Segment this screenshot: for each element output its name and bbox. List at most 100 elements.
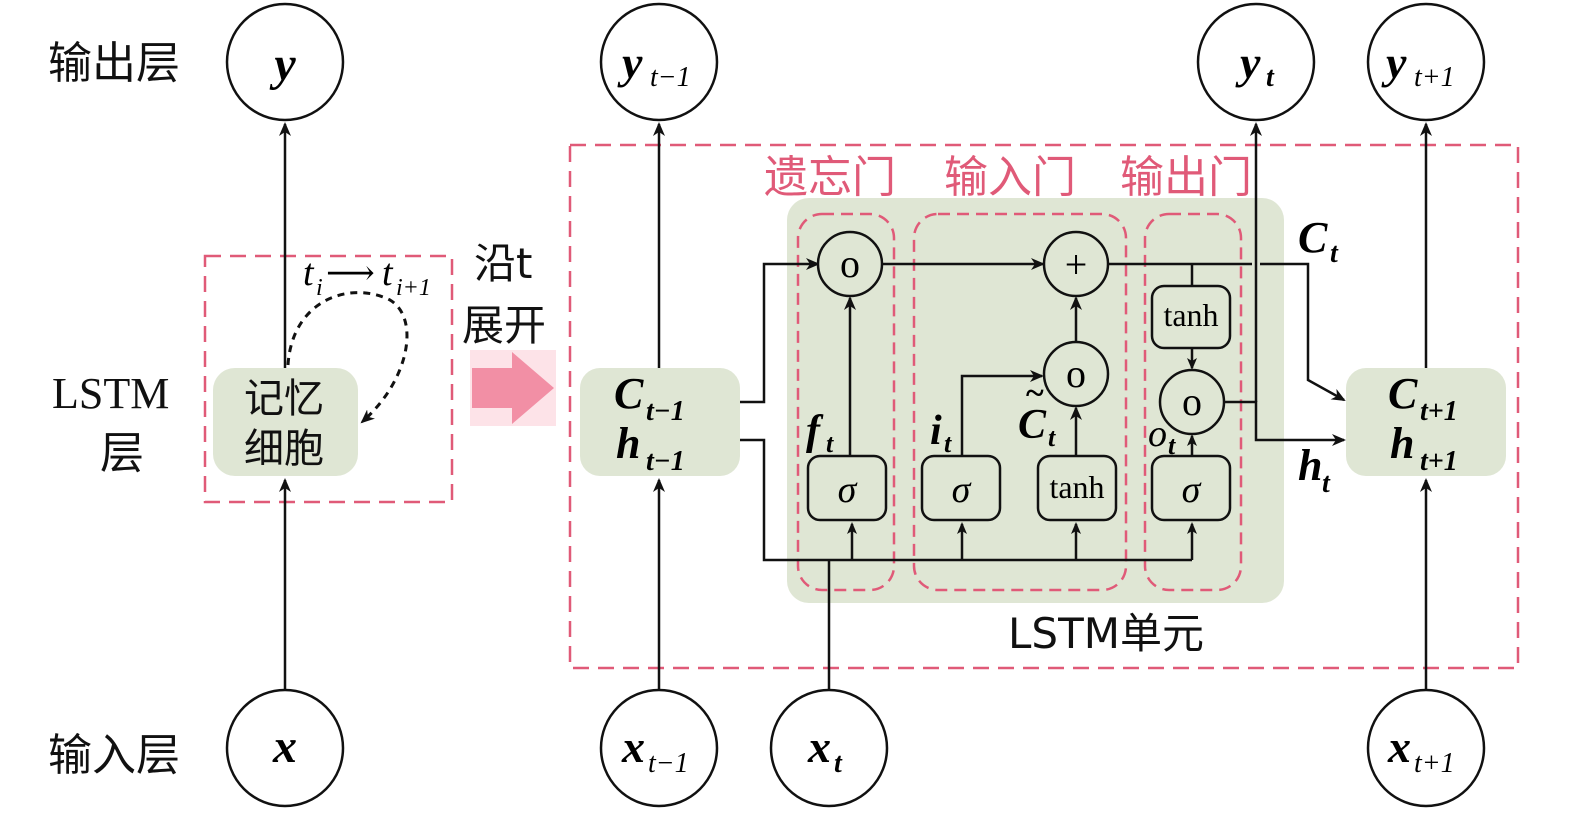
input-node-x: x <box>225 688 345 808</box>
forget-sigma-box: σ <box>806 454 888 522</box>
next-h-sub: t+1 <box>1420 446 1458 477</box>
prev-c-sub: t−1 <box>646 396 685 427</box>
c-tilde-sub: t <box>1048 423 1056 452</box>
y-t-sub: t <box>1266 62 1275 93</box>
next-c-sub: t+1 <box>1420 396 1458 427</box>
unroll-label-line2: 展开 <box>462 301 546 350</box>
i-t-base: i <box>930 408 942 454</box>
output-sigma-sym: σ <box>1182 469 1202 511</box>
memory-cell-line1: 记忆 <box>244 376 324 422</box>
label-c-t: C t <box>1298 213 1339 269</box>
output-node-y: y <box>225 2 345 122</box>
next-h-base: h <box>1390 419 1414 468</box>
x-t-base: x <box>807 721 831 772</box>
label-i-t: i t <box>930 408 952 458</box>
memory-cell: 记忆 细胞 <box>213 368 358 476</box>
lstm-layer-box <box>203 254 454 504</box>
loop-i1: i+1 <box>396 275 431 301</box>
output-multiply: o <box>1158 368 1226 436</box>
input-sigma-sym: σ <box>952 469 972 511</box>
wire-c-t-out <box>1108 262 1344 400</box>
x-next-base: x <box>1387 721 1411 772</box>
node-x-prev: x t−1 <box>599 688 719 808</box>
label-c-tilde: ~ C t <box>1018 375 1056 452</box>
lstm-cell-label: LSTM单元 <box>1008 609 1204 658</box>
add-node: + <box>1042 230 1110 298</box>
node-y-text: y <box>269 38 296 91</box>
c-tilde-accent: ~ <box>1026 375 1044 412</box>
forget-gate-group <box>796 212 896 592</box>
x-prev-sub: t−1 <box>648 748 689 779</box>
y-next-base: y <box>1381 37 1407 88</box>
x-next-sub: t+1 <box>1414 748 1455 779</box>
input-sigma-box: σ <box>920 454 1002 522</box>
c-t-sub: t <box>1330 238 1339 269</box>
recurrent-loop-arrow <box>286 291 409 424</box>
f-t-base: f <box>806 408 824 454</box>
unrolled-box <box>568 143 1520 670</box>
prev-state-box: C t−1 h t−1 <box>580 368 740 477</box>
label-f-t: f t <box>806 408 834 458</box>
output-sigma-box: σ <box>1150 454 1232 522</box>
output-tanh-box: tanh <box>1150 284 1232 350</box>
input-gate-group <box>912 212 1128 592</box>
node-x-t: x t <box>769 688 889 808</box>
arrow-sigma-to-input-mul <box>960 370 1044 456</box>
y-next-sub: t+1 <box>1414 62 1455 93</box>
h-t-base: h <box>1298 441 1322 490</box>
next-c-base: C <box>1388 369 1418 418</box>
label-h-t: h t <box>1298 441 1331 499</box>
gate-label-forget: 遗忘门 <box>764 152 896 203</box>
input-multiply-sym: o <box>1066 351 1086 396</box>
unroll-label-line1: 沿t <box>474 239 532 288</box>
add-sym: + <box>1065 242 1088 287</box>
memory-cell-line2: 细胞 <box>244 426 324 472</box>
input-layer-label: 输入层 <box>48 730 180 781</box>
forget-multiply: o <box>816 230 884 298</box>
loop-arrow: ⟶ <box>326 255 375 292</box>
node-y-prev: y t−1 <box>599 2 719 122</box>
input-tanh-sym: tanh <box>1049 469 1104 505</box>
label-o-t: o t <box>1148 413 1176 460</box>
x-t-sub: t <box>834 748 843 779</box>
i-t-sub: t <box>944 429 952 458</box>
loop-t2: t <box>382 252 394 294</box>
wire-c-prev-to-forget <box>740 258 820 404</box>
h-t-sub: t <box>1322 468 1331 499</box>
loop-t: t <box>303 252 315 294</box>
input-multiply: o <box>1042 340 1110 408</box>
lstm-layer-label-line2: 层 <box>100 428 144 479</box>
o-t-base: o <box>1148 413 1167 455</box>
forget-multiply-sym: o <box>840 241 860 286</box>
output-layer-label: 输出层 <box>48 38 180 89</box>
loop-i: i <box>316 275 323 301</box>
wire-h-t-out <box>1224 400 1346 446</box>
prev-c-base: C <box>614 369 644 418</box>
node-x-next: x t+1 <box>1366 688 1486 808</box>
next-state-box: C t+1 h t+1 <box>1346 368 1506 477</box>
node-x-text: x <box>272 720 297 773</box>
forget-sigma-sym: σ <box>838 469 858 511</box>
gate-label-output: 输出门 <box>1120 152 1252 203</box>
x-prev-base: x <box>621 721 645 772</box>
node-y-t: y t <box>1196 2 1316 122</box>
wire-h-bus <box>740 438 1192 562</box>
y-prev-base: y <box>617 37 643 88</box>
lstm-layer-label-line1: LSTM <box>52 369 169 418</box>
output-multiply-sym: o <box>1182 379 1202 424</box>
input-tanh-box: tanh <box>1036 454 1118 522</box>
prev-h-sub: t−1 <box>646 446 685 477</box>
prev-h-base: h <box>616 419 640 468</box>
c-t-base: C <box>1298 213 1328 262</box>
y-prev-sub: t−1 <box>650 62 691 93</box>
gate-label-input: 输入门 <box>944 152 1076 203</box>
node-y-next: y t+1 <box>1366 2 1486 122</box>
loop-time-label: t i ⟶ t i+1 <box>303 252 431 301</box>
o-t-sub: t <box>1168 431 1176 460</box>
output-tanh-sym: tanh <box>1163 297 1218 333</box>
c-tilde-base: C <box>1018 402 1047 448</box>
y-t-base: y <box>1235 37 1261 88</box>
unroll-arrow <box>470 350 556 426</box>
f-t-sub: t <box>826 429 834 458</box>
